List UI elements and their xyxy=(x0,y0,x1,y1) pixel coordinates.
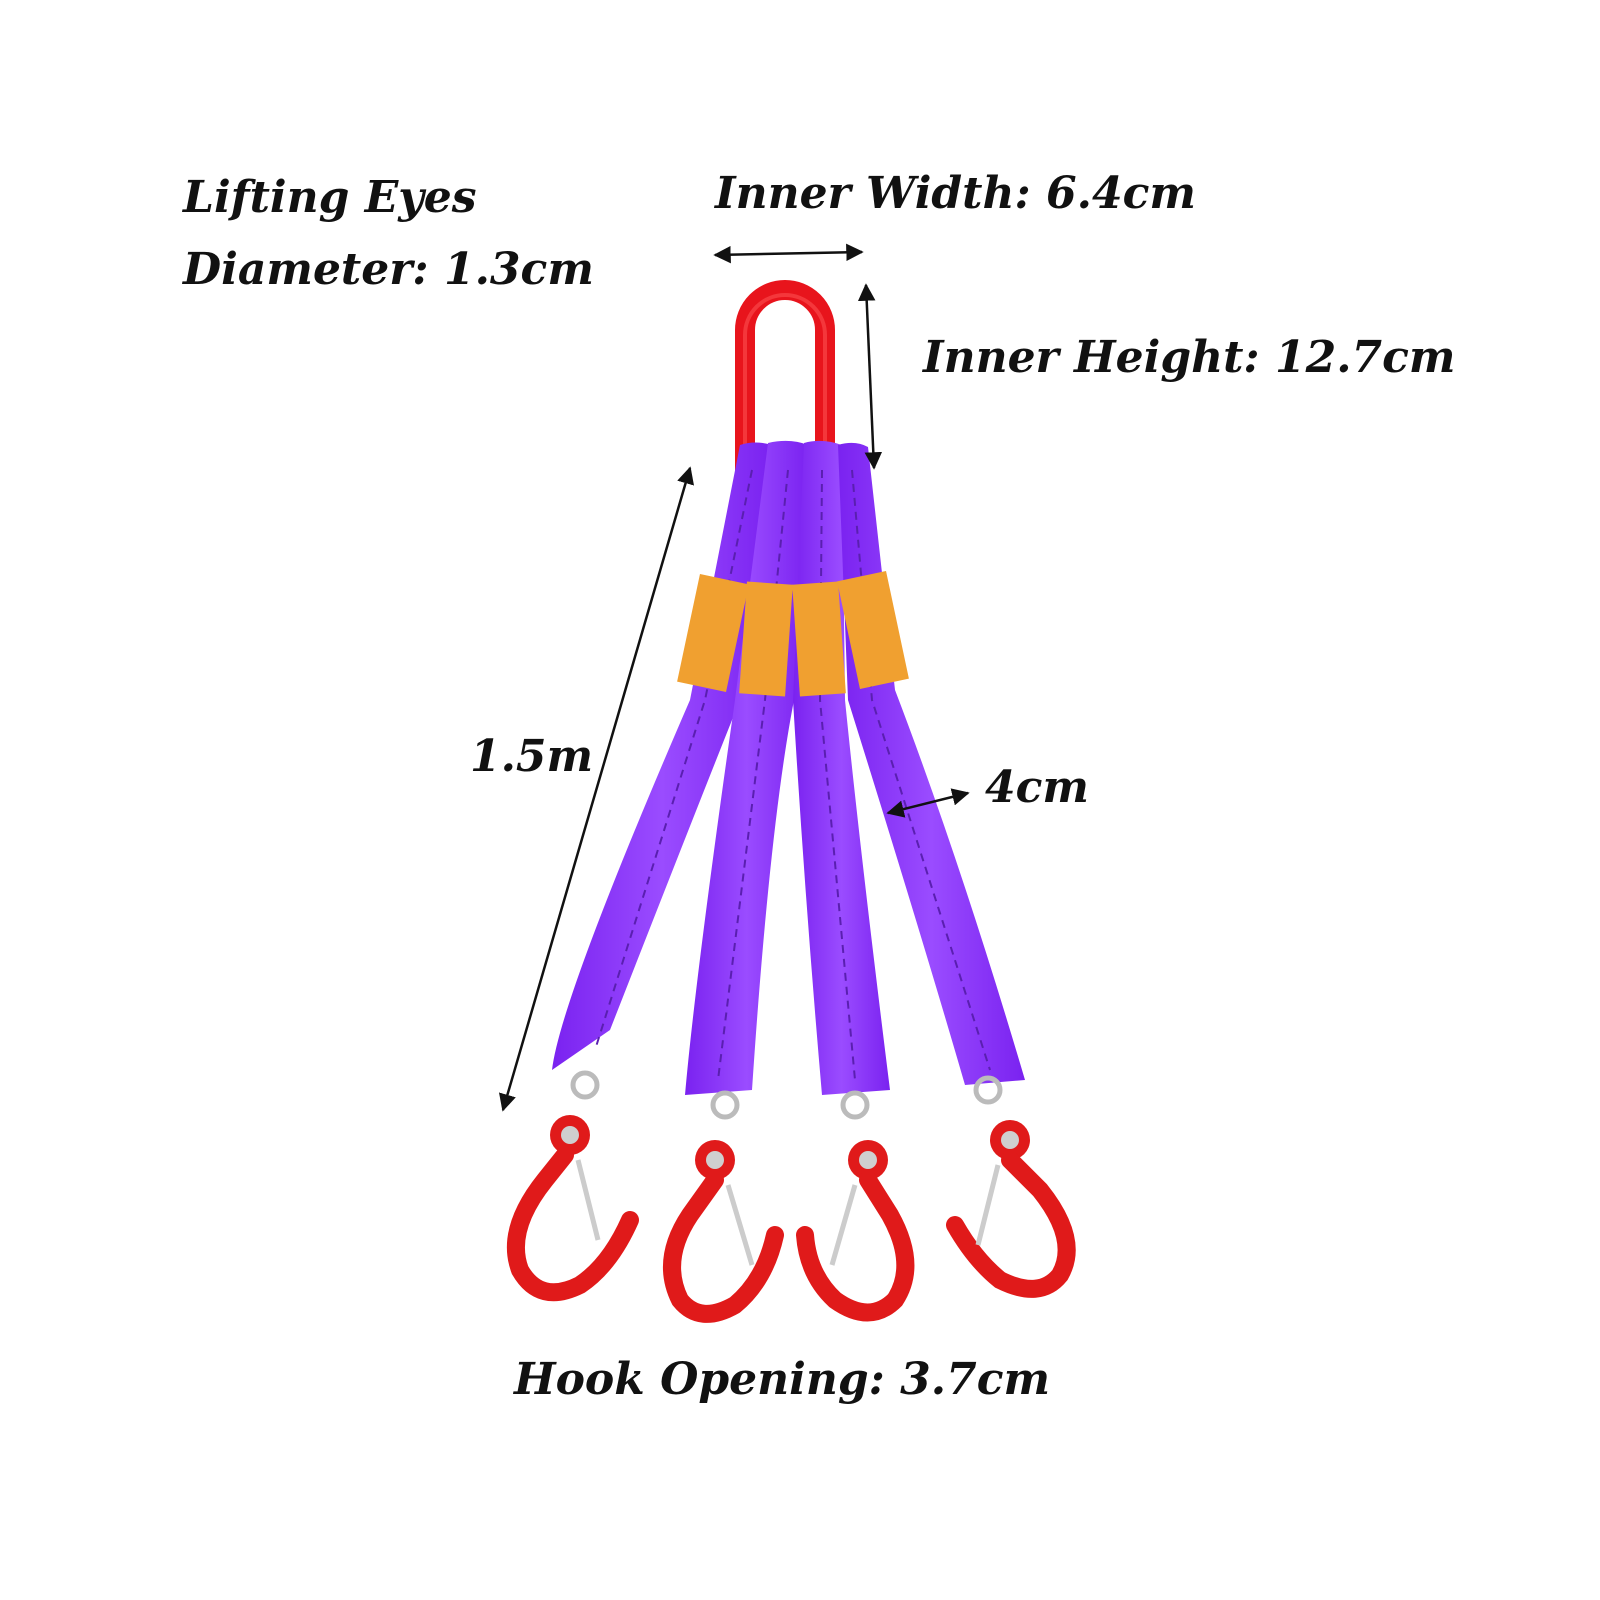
strap-2-tag xyxy=(739,581,793,697)
hook-1 xyxy=(506,1070,639,1302)
strap-3-tag xyxy=(792,581,846,697)
inner-height-arrow xyxy=(857,283,883,470)
hook-opening-label: Hook Opening: 3.7cm xyxy=(514,1354,1051,1405)
inner-width-label: Inner Width: 6.4cm xyxy=(715,168,1196,219)
diameter-label: Diameter: 1.3cm xyxy=(183,244,594,295)
strap-4 xyxy=(837,442,1025,1086)
inner-height-label: Inner Height: 12.7cm xyxy=(923,332,1456,383)
strap-3 xyxy=(792,440,890,1096)
inner-width-arrow xyxy=(713,243,864,264)
strap-width-label: 4cm xyxy=(985,762,1089,813)
hook-2 xyxy=(663,1090,784,1323)
lifting-eyes-label: Lifting Eyes xyxy=(183,172,477,223)
strap-width-arrow xyxy=(886,788,970,818)
strap-2 xyxy=(685,440,808,1096)
hook-4 xyxy=(946,1075,1076,1298)
strap-4-tag xyxy=(837,571,909,689)
strap-1-tag xyxy=(677,574,749,692)
length-arrow xyxy=(499,466,694,1112)
hook-3 xyxy=(796,1090,915,1322)
